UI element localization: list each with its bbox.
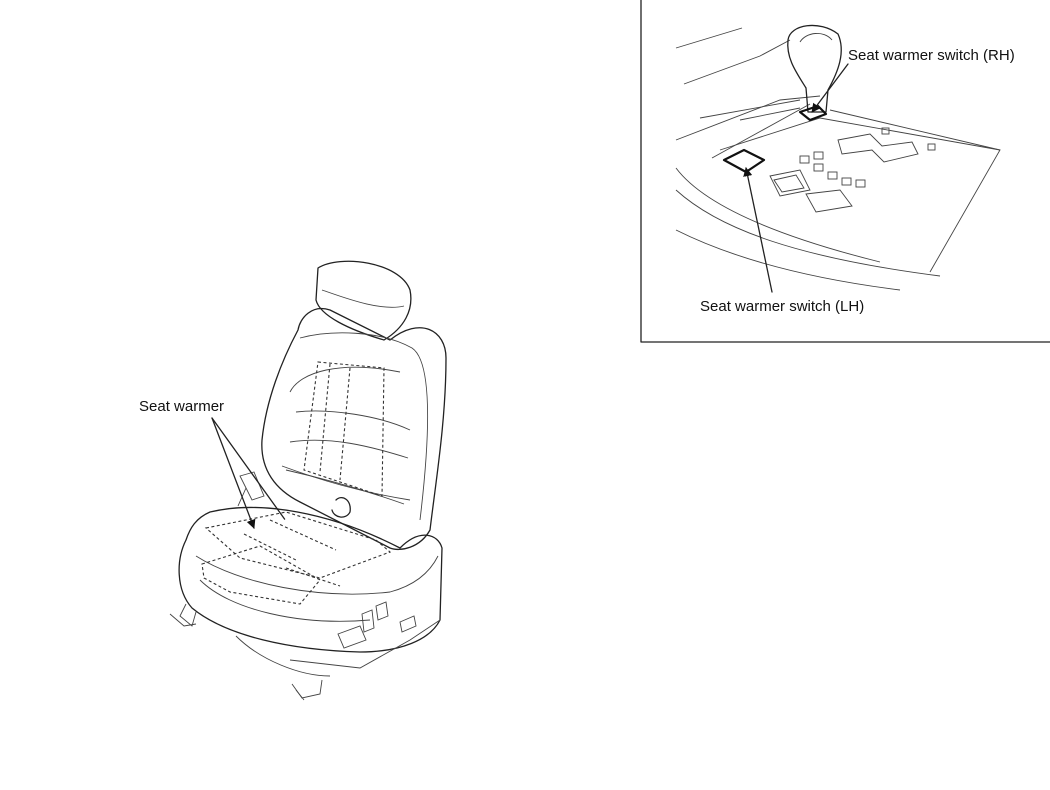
rh-switch-leader (811, 63, 849, 113)
seat-drawing (169, 260, 447, 701)
switch-lh-label: Seat warmer switch (LH) (700, 298, 864, 315)
console-inset-panel (640, 0, 1050, 343)
seat-warmer-leader-back (211, 417, 286, 520)
seat-warmer-label: Seat warmer (139, 398, 224, 415)
switch-rh-label: Seat warmer switch (RH) (848, 47, 1015, 64)
lh-switch-outline (722, 148, 766, 174)
seat-warmer-leader-cushion (211, 417, 256, 529)
rh-switch-outline (798, 104, 828, 122)
center-console-drawing (675, 24, 1001, 291)
lh-switch-leader (743, 167, 773, 293)
